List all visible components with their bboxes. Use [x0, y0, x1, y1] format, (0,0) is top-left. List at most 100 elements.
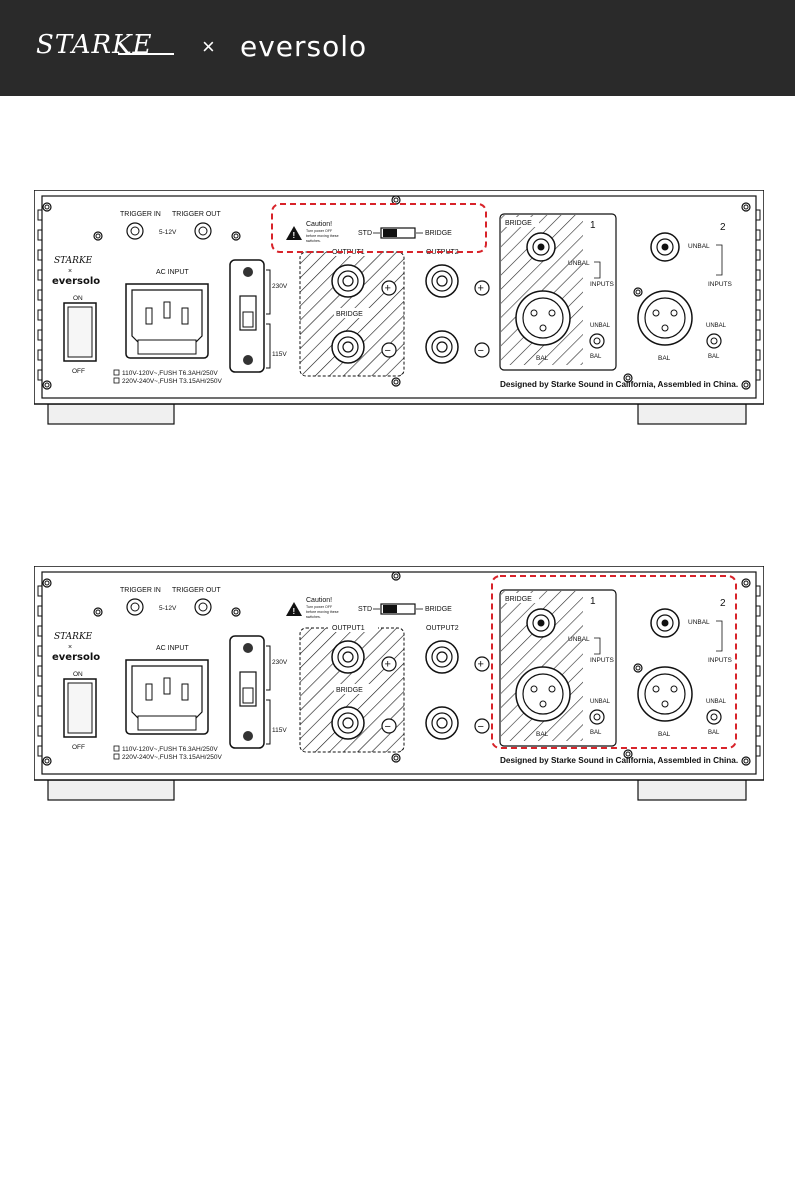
right-foot — [637, 779, 747, 801]
output2-plus-icon — [474, 656, 490, 672]
svg-text:!: ! — [293, 231, 296, 240]
power-on-label: ON — [73, 671, 83, 678]
input1-xlr-bal[interactable] — [515, 666, 571, 722]
mode-std-label: STD — [358, 230, 372, 237]
rear-panel-mode-highlight: TRIGGER IN TRIGGER OUT 5-12V STARKE × ev… — [34, 190, 764, 430]
rear-panel-drawing: TRIGGER IN TRIGGER OUT 5-12V STARKE × ev… — [34, 566, 764, 801]
voltage-plate-screw-top — [243, 643, 253, 653]
output2-minus-terminal[interactable] — [425, 330, 459, 364]
fuse-spec-2: 220V-240V~,FUSH T3.15AH/250V — [122, 754, 222, 761]
input1-rca-jack[interactable] — [589, 333, 605, 349]
input1-bal-label: BAL — [536, 731, 549, 738]
mode-switch[interactable] — [380, 227, 416, 239]
caution-line-3: switches. — [306, 615, 321, 619]
input1-unbal-label: UNBAL — [568, 636, 590, 643]
screw-inner — [44, 573, 749, 764]
caution-line-2: before moving these — [306, 610, 339, 614]
left-foot — [47, 403, 175, 425]
svg-text:+: + — [478, 283, 484, 295]
fuse-spec-2: 220V-240V~,FUSH T3.15AH/250V — [122, 378, 222, 385]
mode-std-label: STD — [358, 606, 372, 613]
trigger-in-label: TRIGGER IN — [120, 211, 161, 218]
svg-text:!: ! — [293, 607, 296, 616]
power-on-label: ON — [73, 295, 83, 302]
input1-unbal-label: UNBAL — [568, 260, 590, 267]
output1-minus-terminal[interactable] — [331, 706, 365, 740]
input2-bal-small-label: BAL — [708, 354, 720, 360]
trigger-out-label: TRIGGER OUT — [172, 211, 221, 218]
input2-rca-jack[interactable] — [706, 709, 722, 725]
svg-text:+: + — [385, 659, 391, 671]
output1-minus-terminal[interactable] — [331, 330, 365, 364]
trigger-in-label: TRIGGER IN — [120, 587, 161, 594]
caution-line-2: before moving these — [306, 234, 339, 238]
input2-unbal-rca-label: UNBAL — [706, 323, 727, 329]
output2-plus-icon — [474, 280, 490, 296]
mode-switch[interactable] — [380, 603, 416, 615]
panel-logo-starke: STARKE — [54, 632, 93, 642]
trigger-out-jack[interactable] — [194, 222, 212, 240]
fuse-holder — [137, 339, 197, 355]
input1-bal-small-label: BAL — [590, 730, 602, 736]
ac-input-label: AC INPUT — [156, 645, 189, 652]
input1-unbal-rca-label: UNBAL — [590, 323, 611, 329]
mode-switch-highlight — [271, 203, 487, 253]
starke-logo: STARKE — [36, 30, 153, 60]
svg-text:−: − — [385, 345, 391, 357]
screws — [42, 195, 751, 390]
input1-xlr-bal[interactable] — [515, 290, 571, 346]
starke-logo-underline — [118, 53, 174, 55]
power-off-label: OFF — [72, 744, 85, 751]
trigger-out-jack[interactable] — [194, 598, 212, 616]
output1-plus-terminal[interactable] — [331, 264, 365, 298]
voltage-230-label: 230V — [272, 283, 288, 290]
panel-logo-eversolo: eversolo — [52, 276, 100, 287]
bridge-output-label: BRIDGE — [336, 687, 363, 694]
input2-unbal-rca-label: UNBAL — [706, 699, 727, 705]
warning-icon — [286, 226, 302, 240]
caution-line-1: Turn power OFF — [306, 229, 333, 233]
input2-xlr-bal[interactable] — [637, 290, 693, 346]
output2-minus-terminal[interactable] — [425, 706, 459, 740]
trigger-voltage-label: 5-12V — [159, 229, 177, 236]
panel-logo-eversolo: eversolo — [52, 652, 100, 663]
caution-title: Caution! — [306, 221, 332, 228]
right-foot — [637, 403, 747, 425]
caution-line-1: Turn power OFF — [306, 605, 333, 609]
input2-rca-jack[interactable] — [706, 333, 722, 349]
mode-bridge-label: BRIDGE — [425, 606, 452, 613]
eversolo-logo: eversolo — [240, 30, 368, 63]
input2-xlr-bal[interactable] — [637, 666, 693, 722]
inputs-highlight — [491, 575, 737, 749]
panel-footer-text: Designed by Starke Sound in California, … — [500, 756, 738, 765]
caution-title: Caution! — [306, 597, 332, 604]
input2-number: 2 — [720, 222, 726, 233]
input1-bal-label: BAL — [536, 355, 549, 362]
output2-label: OUTPUT2 — [426, 625, 459, 632]
power-off-label: OFF — [72, 368, 85, 375]
screws — [42, 571, 751, 766]
fuse-spec-1: 110V-120V~,FUSH T6.3AH/250V — [122, 746, 218, 753]
fuse-spec-1: 110V-120V~,FUSH T6.3AH/250V — [122, 370, 218, 377]
voltage-115-label: 115V — [272, 727, 287, 734]
ac-input-label: AC INPUT — [156, 269, 189, 276]
input1-rca-jack[interactable] — [589, 709, 605, 725]
brand-header: STARKE × eversolo — [0, 0, 795, 96]
svg-text:−: − — [385, 721, 391, 733]
output2-plus-terminal[interactable] — [425, 640, 459, 674]
output1-plus-terminal[interactable] — [331, 640, 365, 674]
panel-logo-starke: STARKE — [54, 256, 93, 266]
panel-logo-x: × — [68, 644, 72, 651]
trigger-in-jack[interactable] — [126, 222, 144, 240]
voltage-plate-screw-bottom — [243, 355, 253, 365]
svg-text:−: − — [478, 345, 484, 357]
output2-plus-terminal[interactable] — [425, 264, 459, 298]
input2-bal-small-label: BAL — [708, 730, 720, 736]
input2-bal-label: BAL — [658, 355, 671, 362]
svg-text:−: − — [478, 721, 484, 733]
input2-bal-label: BAL — [658, 731, 671, 738]
voltage-115-label: 115V — [272, 351, 287, 358]
trigger-in-jack[interactable] — [126, 598, 144, 616]
svg-text:+: + — [385, 283, 391, 295]
panel-logo-x: × — [68, 268, 72, 275]
